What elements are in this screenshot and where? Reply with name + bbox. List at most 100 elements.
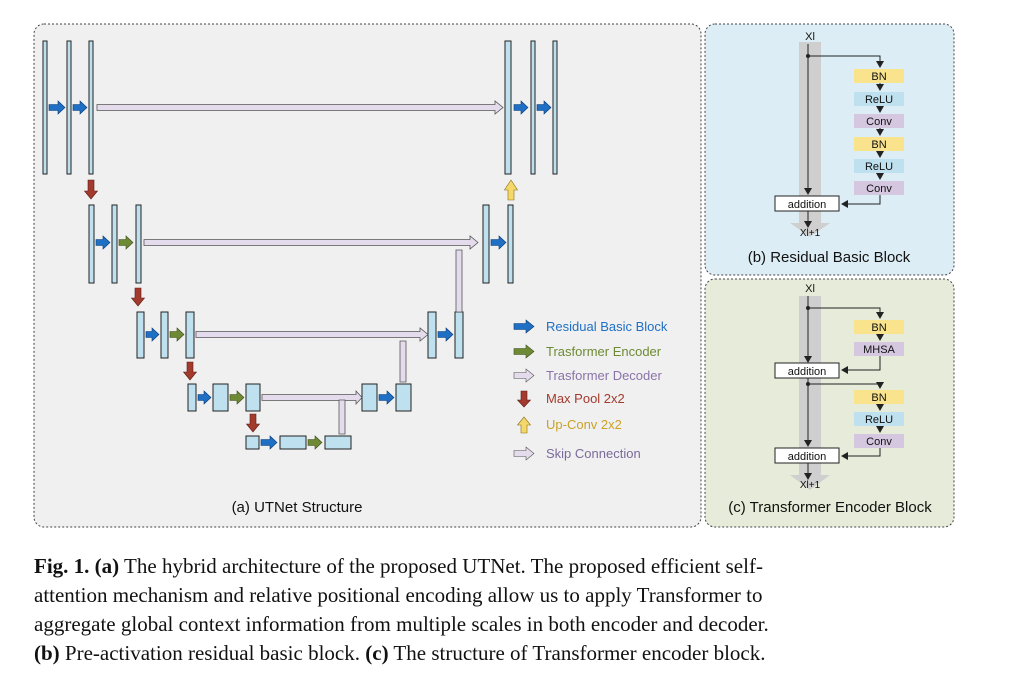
legend: Residual Basic Block Trasformer Encoder … xyxy=(513,319,668,461)
input-label-c: Xl xyxy=(805,283,815,295)
addition-node-c2 xyxy=(774,447,840,464)
bn-layer-c2 xyxy=(854,390,904,404)
relu-label-b1: ReLU xyxy=(865,94,893,106)
bn-label-b1: BN xyxy=(871,71,886,83)
conv-layer-b2 xyxy=(854,181,904,195)
encoder-l2-block-1 xyxy=(88,204,95,284)
blue-arrow-icon xyxy=(513,319,535,334)
caption-part-c: (c) xyxy=(365,641,389,665)
skip-connection-l2 xyxy=(143,235,479,250)
residual-block-diagram: Xl Xl+1 BN ReLU Conv BN ReLU Conv additi… xyxy=(774,31,904,239)
caption-line-2: attention mechanism and relative positio… xyxy=(34,581,994,610)
caption-text-4: Pre-activation residual basic block. xyxy=(59,641,366,665)
decoder-connectors xyxy=(338,249,463,435)
addition-label-c1: addition xyxy=(788,366,827,378)
legend-label-residual: Residual Basic Block xyxy=(546,319,668,334)
figure-caption: Fig. 1. (a) The hybrid architecture of t… xyxy=(34,552,994,668)
caption-text-2: attention mechanism and relative positio… xyxy=(34,583,763,607)
encoder-l1-block-3 xyxy=(88,40,94,175)
transformer-block-diagram: Xl Xl+1 BN MHSA addition BN ReLU Conv ad… xyxy=(774,283,904,491)
encoder-l1-block-2 xyxy=(66,40,72,175)
legend-label-upconv: Up-Conv 2x2 xyxy=(546,417,622,432)
green-arrow-icon xyxy=(513,344,535,359)
input-label-b: Xl xyxy=(805,31,815,43)
panel-b-box xyxy=(704,23,955,276)
legend-label-encoder: Trasformer Encoder xyxy=(546,344,662,359)
decoder-l2-block-1 xyxy=(482,204,490,284)
caption-line-1: Fig. 1. (a) The hybrid architecture of t… xyxy=(34,552,994,581)
conv-label-b1: Conv xyxy=(866,116,892,128)
decoder-l3-block-1 xyxy=(427,311,437,359)
decoder-l2-block-2 xyxy=(507,204,514,284)
addition-label-b: addition xyxy=(788,199,827,211)
legend-label-maxpool: Max Pool 2x2 xyxy=(546,391,625,406)
maxpool-arrows xyxy=(83,179,261,433)
bn-label-c2: BN xyxy=(871,392,886,404)
conv-layer-c xyxy=(854,434,904,448)
caption-line-4: (b) Pre-activation residual basic block.… xyxy=(34,639,994,668)
encoder-l4-block-3 xyxy=(245,383,261,412)
bn-layer-b1 xyxy=(854,69,904,83)
upconv-arrow xyxy=(503,179,519,201)
caption-text-5: The structure of Transformer encoder blo… xyxy=(388,641,766,665)
bn-layer-b2 xyxy=(854,137,904,151)
encoder-l4-block-1 xyxy=(187,383,197,412)
legend-label-decoder: Trasformer Decoder xyxy=(546,368,662,383)
decoder-l1-block-2 xyxy=(530,40,536,175)
decoder-connector-l4 xyxy=(338,399,346,435)
caption-line-3: aggregate global context information fro… xyxy=(34,610,994,639)
identity-path-c xyxy=(790,296,830,490)
caption-text-3: aggregate global context information fro… xyxy=(34,612,769,636)
mhsa-label-c: MHSA xyxy=(863,344,895,356)
decoder-l3-block-2 xyxy=(454,311,464,359)
output-label-b: Xl+1 xyxy=(800,228,821,239)
panel-c-title: (c) Transformer Encoder Block xyxy=(728,499,932,516)
panel-c-box xyxy=(704,278,955,528)
encoder-l2-block-2 xyxy=(111,204,118,284)
addition-node-b xyxy=(774,195,840,212)
panel-b-title: (b) Residual Basic Block xyxy=(748,249,911,266)
caption-fig-label: Fig. 1. xyxy=(34,554,90,578)
decoder-connector-l2 xyxy=(455,249,463,313)
bn-label-b2: BN xyxy=(871,139,886,151)
encoder-l2-block-3 xyxy=(135,204,142,284)
decoder-connector-l3 xyxy=(399,340,407,383)
bn-label-c1: BN xyxy=(871,322,886,334)
encoder-l3-block-2 xyxy=(160,311,169,359)
conv-label-c: Conv xyxy=(866,436,892,448)
relu-label-c: ReLU xyxy=(865,414,893,426)
skip-connections xyxy=(96,100,504,406)
conv-layer-b1 xyxy=(854,114,904,128)
relu-layer-b1 xyxy=(854,92,904,106)
encoder-l3-block-3 xyxy=(185,311,195,359)
light-arrow-icon xyxy=(513,446,535,461)
lavender-arrow-icon xyxy=(513,368,535,383)
encoder-l1-block-1 xyxy=(42,40,48,175)
skip-connection-l1 xyxy=(96,100,504,115)
skip-connection-l4 xyxy=(261,389,363,406)
caption-part-b: (b) xyxy=(34,641,60,665)
encoder-l4-block-2 xyxy=(212,383,229,412)
residual-arrows xyxy=(48,100,552,450)
decoder-l1-block-3 xyxy=(552,40,558,175)
relu-label-b2: ReLU xyxy=(865,161,893,173)
decoder-l4-block-2 xyxy=(395,383,412,412)
decoder-l1-block-1 xyxy=(504,40,512,175)
caption-part-a: (a) xyxy=(94,554,120,578)
yellow-up-arrow-icon xyxy=(516,416,532,434)
bn-layer-c1 xyxy=(854,320,904,334)
panel-a-title: (a) UTNet Structure xyxy=(232,499,363,516)
mhsa-layer-c xyxy=(854,342,904,356)
bottleneck-block-3 xyxy=(324,435,352,450)
red-down-arrow-icon xyxy=(516,390,532,408)
addition-label-c2: addition xyxy=(788,451,827,463)
bottleneck-block-1 xyxy=(245,435,260,450)
utnet-diagram xyxy=(42,40,558,450)
decoder-l4-block-1 xyxy=(361,383,378,412)
caption-text-1: The hybrid architecture of the proposed … xyxy=(119,554,763,578)
relu-layer-c xyxy=(854,412,904,426)
output-label-c: Xl+1 xyxy=(800,480,821,491)
conv-label-b2: Conv xyxy=(866,183,892,195)
identity-path-b xyxy=(790,42,830,237)
transformer-encoder-arrows xyxy=(118,235,323,450)
